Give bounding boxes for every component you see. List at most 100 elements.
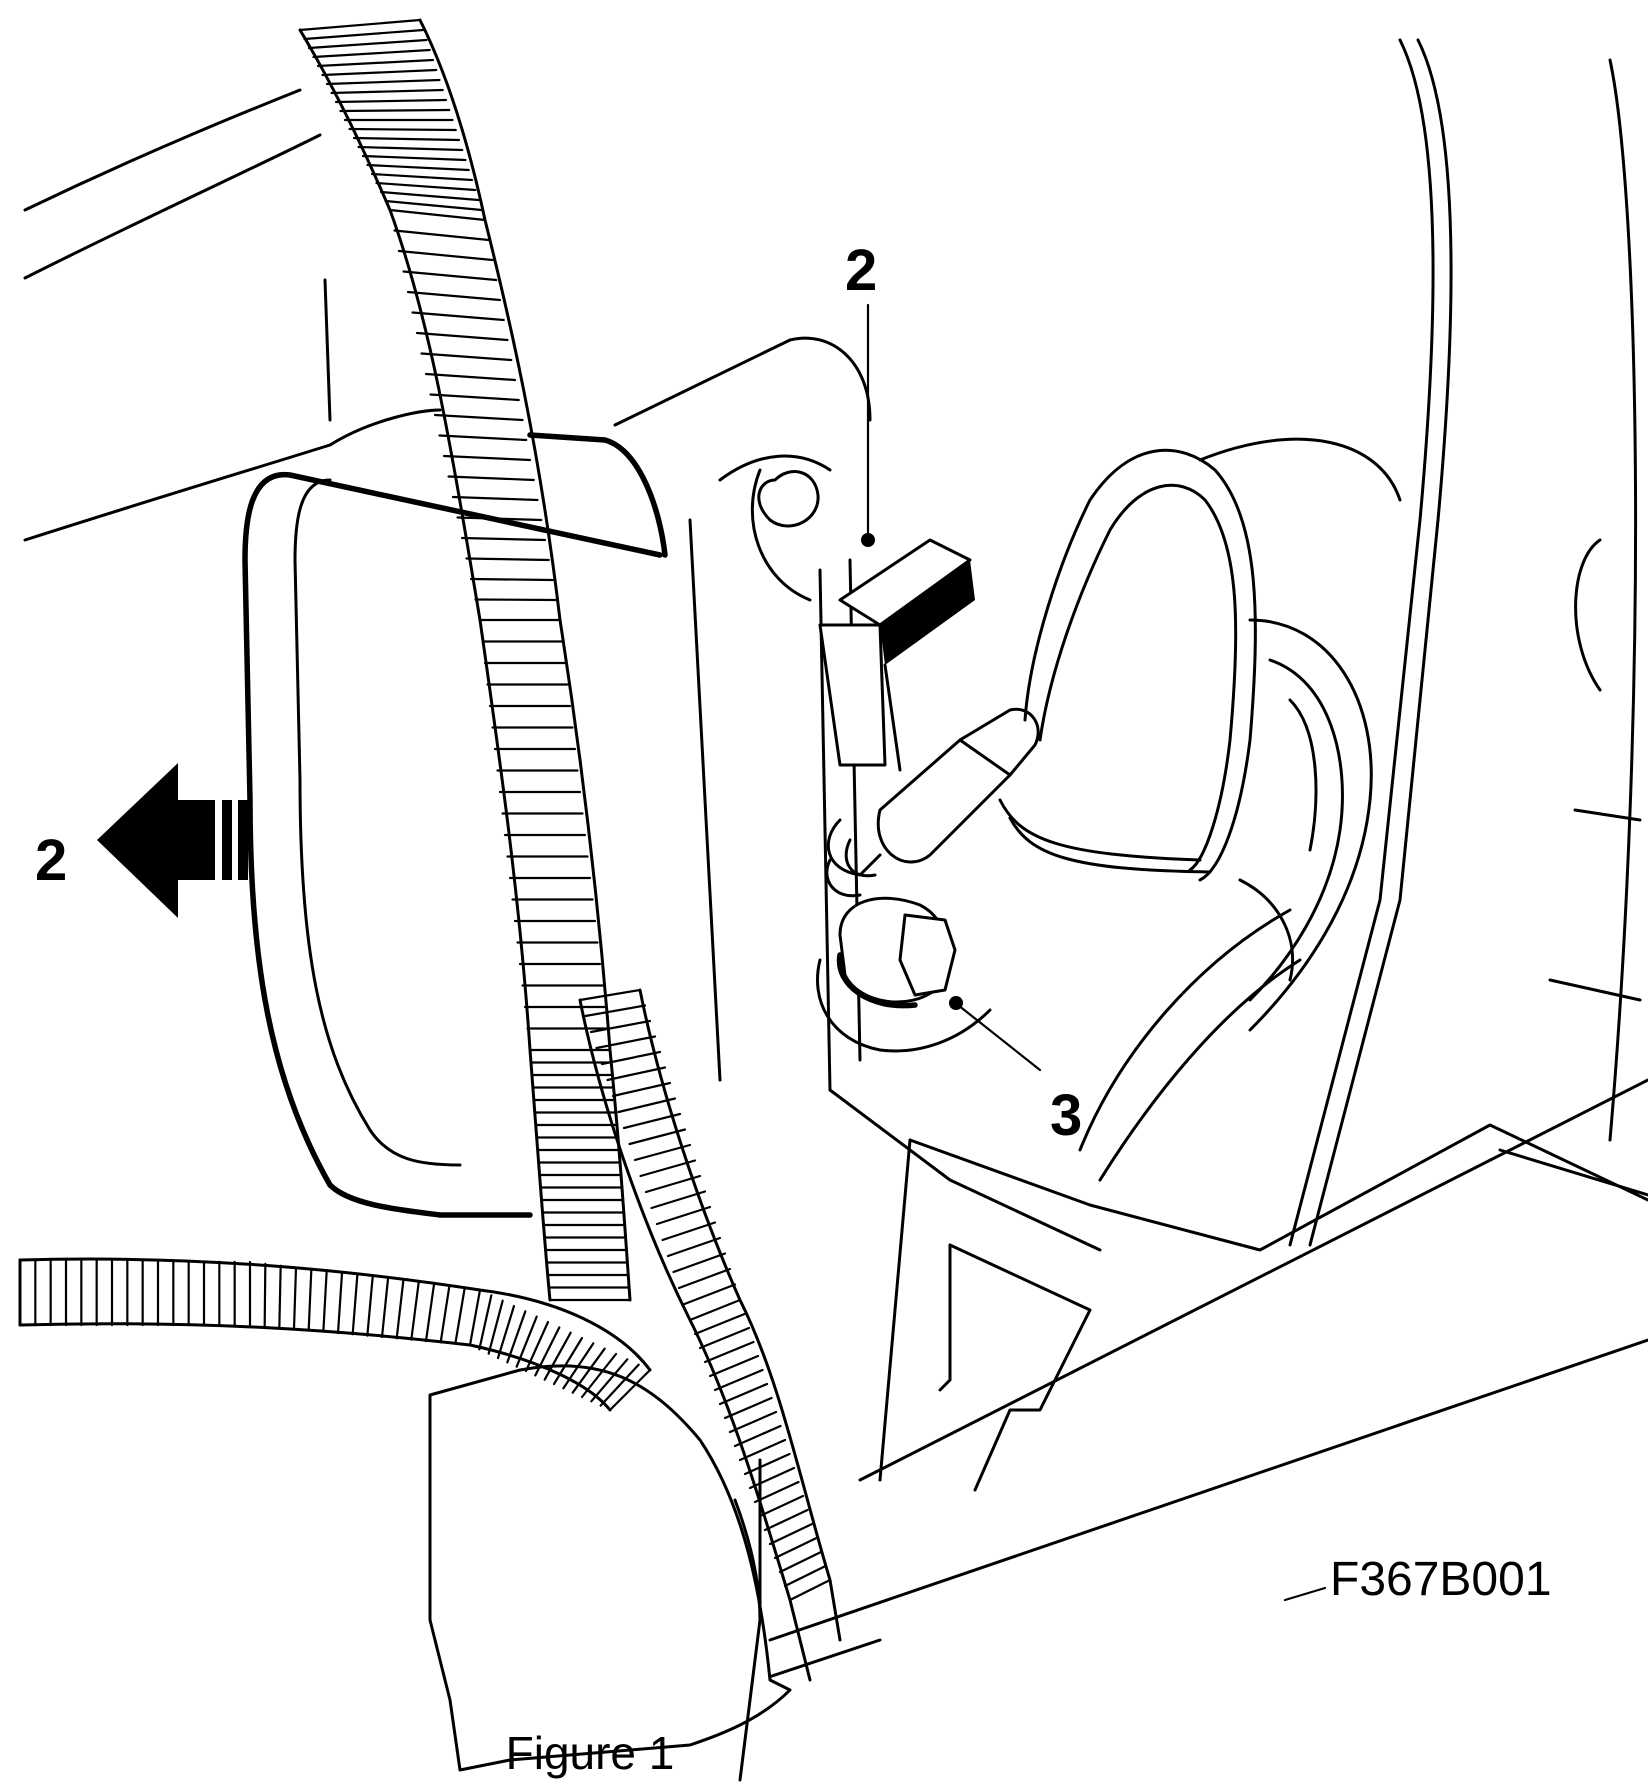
harness-rib xyxy=(263,1262,267,1328)
harness-rib xyxy=(460,536,547,542)
harness-rib xyxy=(783,1564,827,1588)
harness-rib xyxy=(698,1326,751,1350)
harness-rib xyxy=(442,454,532,462)
main-wiring-harness xyxy=(298,18,842,1682)
harness-rib xyxy=(334,98,448,104)
connector-label: 2 xyxy=(845,238,877,303)
harness-rib xyxy=(688,1298,742,1322)
harness-rib xyxy=(743,1452,791,1476)
harness-rib xyxy=(438,434,528,442)
harness-rib xyxy=(590,1358,629,1403)
harness-rib xyxy=(633,1143,692,1162)
lower-bracket xyxy=(638,1078,1648,1747)
harness-rib xyxy=(366,163,470,172)
harness-rib xyxy=(524,1320,550,1373)
harness-rib xyxy=(330,88,444,95)
harness-rib xyxy=(474,598,558,602)
harness-rib xyxy=(370,172,474,182)
harness-rib xyxy=(325,78,441,86)
harness-rib xyxy=(454,1287,466,1345)
harness-rib xyxy=(723,1396,773,1420)
harness-rib xyxy=(303,28,425,41)
harness-rib xyxy=(661,1221,717,1242)
harness-rib xyxy=(589,1019,652,1034)
harness-rib xyxy=(600,1050,662,1066)
harness-rib xyxy=(339,108,451,113)
harness-rib xyxy=(650,1190,707,1210)
harness-rib xyxy=(424,1283,436,1343)
headlamp-housing xyxy=(242,336,872,1218)
drawing-code: F367B001 xyxy=(1330,1553,1552,1606)
harness-rib xyxy=(388,208,487,222)
harness-rib xyxy=(578,988,642,1002)
harness-rib xyxy=(429,393,520,402)
direction-arrow xyxy=(97,763,248,918)
right-pillar-trim xyxy=(1288,38,1648,1247)
harness-rib xyxy=(758,1494,805,1518)
harness-rib xyxy=(433,413,524,422)
harness-rib xyxy=(415,331,509,342)
body-panel-lines xyxy=(23,88,442,542)
harness-rib xyxy=(562,1342,595,1390)
harness-rib xyxy=(622,1112,682,1130)
leader-lines xyxy=(861,303,1327,1602)
bulb-connector xyxy=(825,448,1257,898)
harness-rib xyxy=(375,181,477,192)
harness-rib xyxy=(451,495,539,502)
harness-rib xyxy=(571,1347,606,1394)
harness-rib xyxy=(683,1283,737,1306)
harness-rib xyxy=(351,1273,359,1336)
harness-rib xyxy=(534,1326,561,1377)
harness-rib xyxy=(393,229,490,242)
harness-rib xyxy=(447,475,535,482)
harness-rib xyxy=(420,352,513,362)
harness-rib xyxy=(456,516,543,522)
harness-rib xyxy=(611,1081,672,1098)
harness-rib xyxy=(580,1352,618,1399)
harness-rib xyxy=(336,1272,344,1335)
harness-rib xyxy=(397,249,494,262)
harness-rib xyxy=(411,311,505,322)
bolt-label: 3 xyxy=(1050,1083,1082,1148)
arrow-label: 2 xyxy=(35,828,67,893)
harness-rib xyxy=(733,1424,782,1448)
harness-rib xyxy=(708,1354,760,1378)
harness-rib xyxy=(718,1382,769,1406)
harness-rib xyxy=(728,1410,778,1434)
harness-rib xyxy=(606,1066,667,1082)
harness-rib xyxy=(753,1480,800,1504)
harness-rib xyxy=(298,18,422,32)
harness-rib xyxy=(773,1536,818,1560)
reflector-round xyxy=(1078,437,1402,1182)
lower-wiring-harness xyxy=(18,1257,652,1412)
harness-rib xyxy=(552,1336,584,1386)
harness-rib xyxy=(424,372,517,382)
harness-rib xyxy=(713,1368,764,1392)
harness-rib xyxy=(307,1268,313,1332)
harness-rib xyxy=(307,38,428,50)
figure-caption: Figure 1 xyxy=(505,1727,675,1779)
harness-rib xyxy=(639,1159,697,1178)
harness-rib xyxy=(543,1331,572,1381)
harness-rib xyxy=(703,1340,755,1364)
connector-2 xyxy=(818,538,975,772)
harness-rib xyxy=(595,1035,657,1050)
harness-rib xyxy=(506,1310,527,1364)
harness-rib xyxy=(468,1288,482,1347)
harness-rib xyxy=(644,1174,702,1194)
harness-rib xyxy=(584,1004,647,1018)
harness-rib xyxy=(487,1299,504,1355)
harness-rib xyxy=(478,1294,493,1351)
harness-rib xyxy=(608,1368,652,1412)
harness-rib xyxy=(465,557,550,562)
harness-rib xyxy=(348,127,457,132)
harness-rib xyxy=(278,1264,282,1329)
bolt-3 xyxy=(816,896,992,1053)
harness-rib xyxy=(406,290,502,302)
harness-rib xyxy=(599,1363,640,1407)
harness-rib xyxy=(469,577,554,582)
harness-rib xyxy=(380,1277,390,1339)
harness-rib xyxy=(778,1550,823,1574)
harness-rib xyxy=(321,68,438,77)
